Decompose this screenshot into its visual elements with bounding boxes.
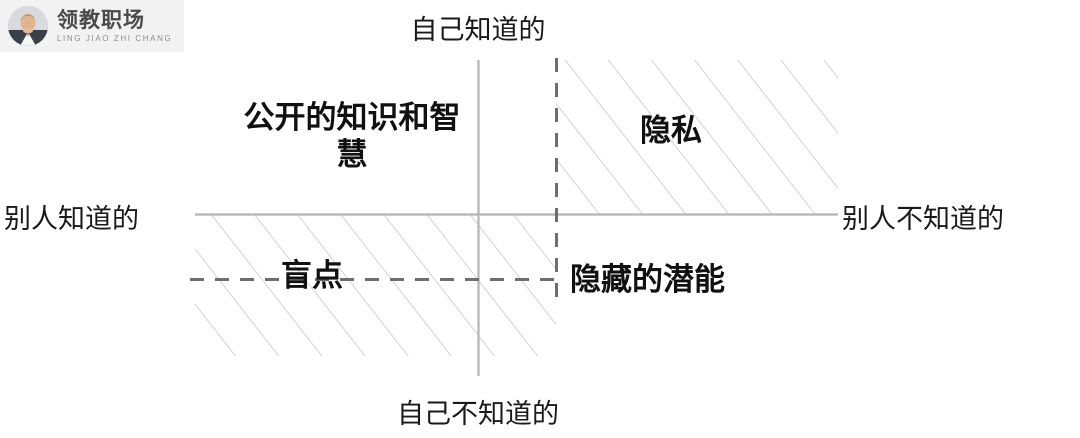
axis-label-bottom: 自己不知道的 xyxy=(397,399,559,429)
quadrant-label-hidden: 隐藏的潜能 xyxy=(570,262,725,297)
hatched-region-blind xyxy=(195,214,556,356)
logo-text-block: 领教职场 LING JIAO ZHI CHANG xyxy=(57,10,172,43)
axis-label-right: 别人不知道的 xyxy=(842,204,1004,234)
quadrant-label-private: 隐私 xyxy=(640,113,702,148)
axis-label-left: 别人知道的 xyxy=(4,204,139,234)
quadrant-label-open: 公开的知识和智慧 xyxy=(243,100,461,172)
quadrant-label-blind: 盲点 xyxy=(281,258,343,293)
axis-label-top: 自己知道的 xyxy=(410,15,546,45)
hatched-region-private xyxy=(556,60,838,214)
logo-title: 领教职场 xyxy=(57,8,145,32)
logo-subtitle: LING JIAO ZHI CHANG xyxy=(57,33,173,43)
portrait-photo-icon xyxy=(8,6,48,46)
avatar xyxy=(8,6,48,46)
logo-watermark: 领教职场 LING JIAO ZHI CHANG xyxy=(0,0,184,52)
